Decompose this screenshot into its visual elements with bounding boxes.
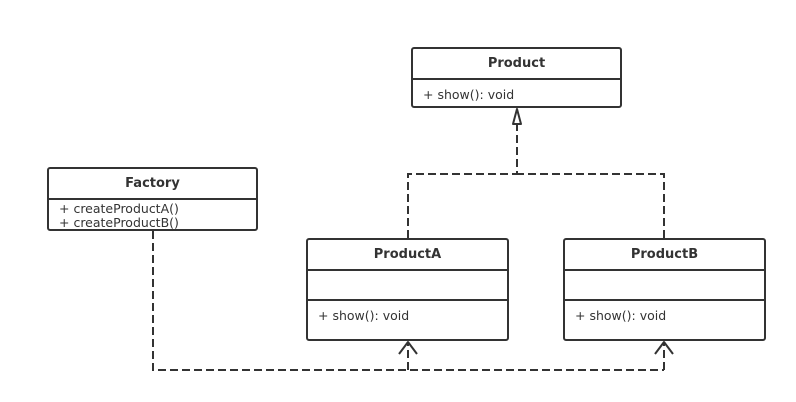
- class-product-a-name: ProductA: [308, 240, 507, 271]
- dependency-arrowhead-product-b: [654, 341, 674, 355]
- class-product-name: Product: [413, 49, 620, 80]
- method-create-product-a: + createProductA(): [59, 201, 179, 216]
- class-product-a-attributes: [308, 271, 507, 301]
- realization-line-product-a: [407, 125, 518, 238]
- realization-line-product-b: [517, 173, 665, 238]
- method-show: + show(): void: [575, 308, 667, 323]
- class-product-b[interactable]: ProductB + show(): void: [563, 238, 766, 341]
- class-product[interactable]: Product + show(): void: [411, 47, 622, 108]
- class-factory[interactable]: Factory + createProductA() + createProdu…: [47, 167, 258, 231]
- class-factory-methods: + createProductA() + createProductB(): [49, 200, 256, 230]
- class-product-methods: + show(): void: [413, 80, 620, 102]
- dependency-line-factory: [152, 231, 664, 371]
- realization-arrowhead: [512, 108, 522, 125]
- method-show: + show(): void: [423, 87, 515, 102]
- method-show: + show(): void: [318, 308, 410, 323]
- class-product-a-methods: + show(): void: [308, 301, 507, 323]
- class-product-b-attributes: [565, 271, 764, 301]
- class-factory-name: Factory: [49, 169, 256, 200]
- class-product-a[interactable]: ProductA + show(): void: [306, 238, 509, 341]
- dependency-arrowhead-product-a: [398, 341, 418, 355]
- method-create-product-b: + createProductB(): [59, 215, 179, 230]
- class-product-b-name: ProductB: [565, 240, 764, 271]
- class-product-b-methods: + show(): void: [565, 301, 764, 323]
